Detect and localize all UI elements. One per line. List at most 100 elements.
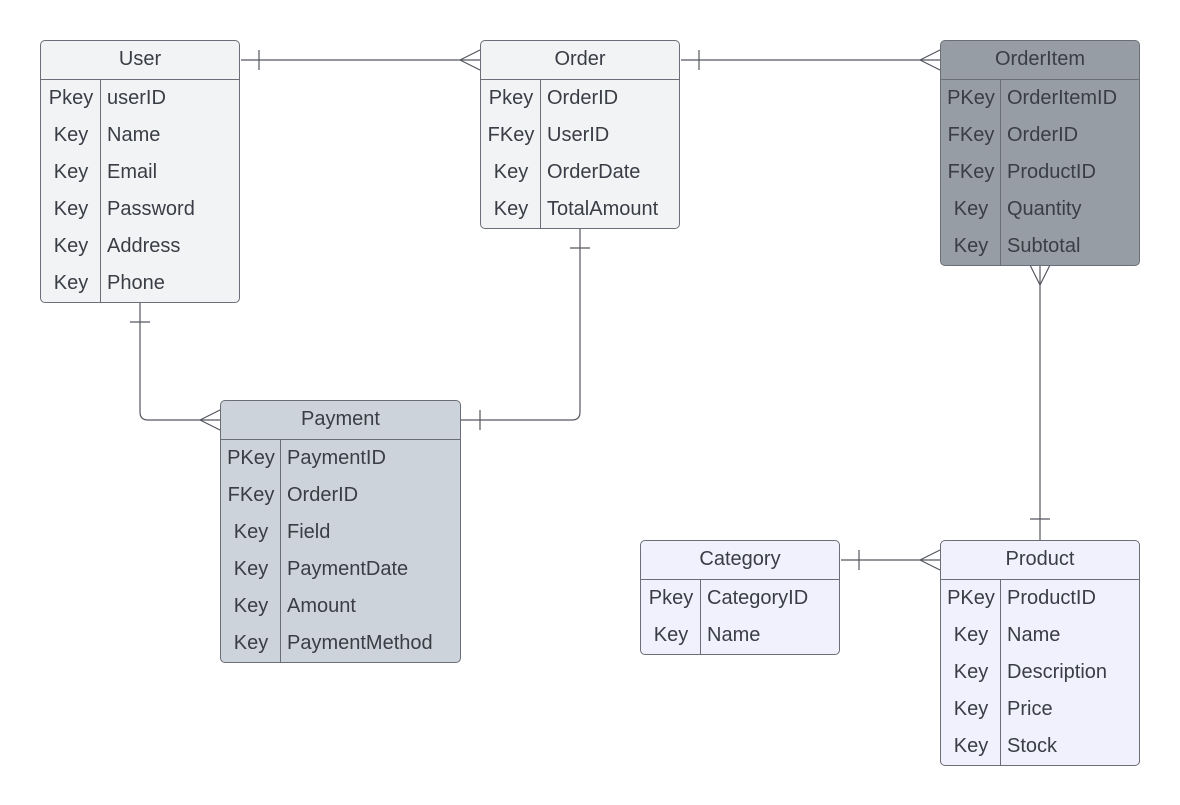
key-label: Key <box>53 235 89 257</box>
attribute-row: PKey OrderItemID <box>941 80 1139 117</box>
key-label: Key <box>53 161 89 183</box>
attribute-row: Key PaymentDate <box>221 551 460 588</box>
field-name: PaymentDate <box>287 558 409 580</box>
field-name: Amount <box>287 595 356 617</box>
field-name: ProductID <box>1007 587 1096 609</box>
key-label: Key <box>953 235 989 257</box>
field-name: Name <box>707 624 761 646</box>
key-label: Key <box>953 698 989 720</box>
key-label: Key <box>233 558 269 580</box>
key-label: PKey <box>227 447 275 469</box>
attribute-row: Key Name <box>641 617 839 654</box>
entity-category[interactable]: Category Pkey CategoryID Key Name <box>640 540 840 655</box>
field-name: Password <box>107 198 195 220</box>
relationship-user-payment <box>130 302 221 431</box>
relationship-order-orderitem <box>681 49 941 71</box>
entity-title: Category <box>641 541 839 580</box>
key-label: Key <box>233 521 269 543</box>
relationship-order-payment <box>461 229 590 430</box>
field-name: Quantity <box>1007 198 1082 220</box>
field-name: CategoryID <box>707 587 809 609</box>
attribute-row: Key Password <box>41 191 239 228</box>
field-name: OrderID <box>287 484 359 506</box>
attribute-row: Key Quantity <box>941 191 1139 228</box>
field-name: Stock <box>1007 735 1058 757</box>
key-label: Key <box>493 161 529 183</box>
key-label: PKey <box>947 87 995 109</box>
attribute-row: Key Description <box>941 654 1139 691</box>
attribute-row: Key OrderDate <box>481 154 679 191</box>
field-name: Name <box>1007 624 1061 646</box>
attribute-row: PKey PaymentID <box>221 440 460 477</box>
attribute-row: Key Name <box>941 617 1139 654</box>
attribute-row: Key Amount <box>221 588 460 625</box>
relationship-category-product <box>841 549 941 571</box>
field-name: Email <box>107 161 158 183</box>
attribute-row: Key Email <box>41 154 239 191</box>
field-name: Price <box>1007 698 1053 720</box>
key-label: Key <box>493 198 529 220</box>
field-name: Field <box>287 521 331 543</box>
field-name: PaymentMethod <box>287 632 433 654</box>
attribute-row: Key Stock <box>941 728 1139 765</box>
attribute-row: FKey OrderID <box>221 477 460 514</box>
key-label: Key <box>53 272 89 294</box>
entity-order[interactable]: Order Pkey OrderID FKey UserID Key OrderDat… <box>480 40 680 229</box>
key-label: Key <box>953 624 989 646</box>
key-label: Key <box>53 198 89 220</box>
key-label: Pkey <box>648 587 694 609</box>
attribute-row: FKey OrderID <box>941 117 1139 154</box>
key-label: Key <box>953 198 989 220</box>
key-label: Pkey <box>48 87 94 109</box>
key-label: Key <box>233 595 269 617</box>
key-label: Key <box>233 632 269 654</box>
field-name: TotalAmount <box>547 198 659 220</box>
key-label: Key <box>953 661 989 683</box>
attribute-row: Key Price <box>941 691 1139 728</box>
key-label: FKey <box>947 161 995 183</box>
relationship-user-order <box>241 49 481 71</box>
attribute-row: Key Field <box>221 514 460 551</box>
entity-orderitem[interactable]: OrderItem PKey OrderItemID FKey OrderID FK… <box>940 40 1140 266</box>
entity-title: User <box>41 41 239 80</box>
attribute-row: Key PaymentMethod <box>221 625 460 662</box>
entity-title: Product <box>941 541 1139 580</box>
field-name: ProductID <box>1007 161 1096 183</box>
attribute-row: Key TotalAmount <box>481 191 679 228</box>
field-name: Subtotal <box>1007 235 1081 257</box>
field-name: OrderDate <box>547 161 641 183</box>
field-name: PaymentID <box>287 447 386 469</box>
key-label: FKey <box>947 124 995 146</box>
attribute-row: Pkey OrderID <box>481 80 679 117</box>
attribute-row: Key Subtotal <box>941 228 1139 265</box>
entity-title: OrderItem <box>941 41 1139 80</box>
attribute-row: Pkey CategoryID <box>641 580 839 617</box>
field-name: Description <box>1007 661 1108 683</box>
field-name: OrderID <box>547 87 619 109</box>
key-label: Pkey <box>488 87 534 109</box>
field-name: UserID <box>547 124 610 146</box>
field-name: OrderItemID <box>1007 87 1118 109</box>
key-label: FKey <box>487 124 535 146</box>
attribute-row: FKey ProductID <box>941 154 1139 191</box>
key-label: PKey <box>947 587 995 609</box>
entity-title: Payment <box>221 401 460 440</box>
entity-title: Order <box>481 41 679 80</box>
key-label: Key <box>953 735 989 757</box>
key-label: Key <box>653 624 689 646</box>
attribute-row: Key Address <box>41 228 239 265</box>
entity-payment[interactable]: Payment PKey PaymentID FKey OrderID Key Fie… <box>220 400 461 663</box>
key-label: FKey <box>227 484 275 506</box>
field-name: OrderID <box>1007 124 1079 146</box>
attribute-row: PKey ProductID <box>941 580 1139 617</box>
key-label: Key <box>53 124 89 146</box>
field-name: Address <box>107 235 181 257</box>
attribute-row: FKey UserID <box>481 117 679 154</box>
relationship-orderitem-product <box>1029 264 1051 540</box>
